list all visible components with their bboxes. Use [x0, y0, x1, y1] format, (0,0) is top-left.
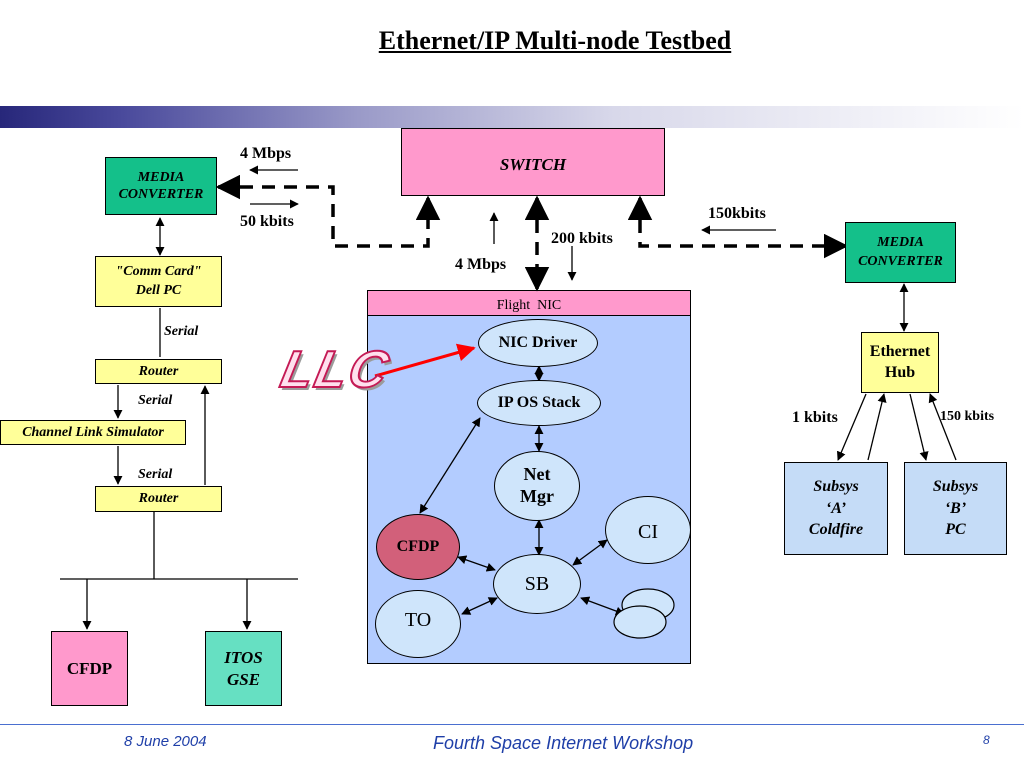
channel-link-label: Channel Link Simulator: [22, 424, 164, 440]
itos-gse-label: ITOS GSE: [224, 648, 263, 689]
comm-card-dell-pc: "Comm Card" Dell PC: [95, 256, 222, 307]
label-150kbits: 150kbits: [708, 205, 766, 222]
link-hub-subsysA-1: [837, 393, 867, 461]
footer-date: 8 June 2004: [124, 733, 207, 750]
dashed-link-left: [215, 174, 441, 248]
switch-label: SWITCH: [499, 155, 567, 174]
subsys-b-label: Subsys ‘B’ PC: [932, 478, 979, 539]
llc-wordart: LLC: [275, 340, 396, 400]
media-converter-right-label: MEDIA CONVERTER: [858, 235, 943, 269]
ip-os-stack: IP OS Stack: [477, 380, 601, 426]
router-bottom-label: Router: [138, 491, 179, 506]
router-top: Router: [95, 359, 222, 384]
itos-gse: ITOS GSE: [205, 631, 282, 706]
net-mgr: Net Mgr: [494, 451, 580, 521]
link-sb-app: [580, 596, 625, 616]
footer-rule: [0, 724, 1024, 725]
serial-label-2: Serial: [138, 393, 173, 408]
ethernet-hub: Ethernet Hub: [861, 332, 939, 393]
subsys-b: Subsys ‘B’ PC: [904, 462, 1007, 555]
link-hub-subsysB-1: [909, 393, 929, 461]
cfdp-ground-label: CFDP: [66, 658, 113, 678]
sb-node-label: SB: [524, 572, 550, 595]
footer-page-number: 8: [983, 733, 990, 747]
link-cfdp-sb: [457, 555, 496, 572]
title-gradient-bar: [0, 106, 1024, 128]
nic-driver-label: NIC Driver: [498, 334, 578, 351]
serial-label-1: Serial: [164, 324, 199, 339]
sb-node: SB: [493, 554, 581, 614]
subsys-a: Subsys ‘A’ Coldfire: [784, 462, 888, 555]
comm-card-label: "Comm Card" Dell PC: [115, 264, 202, 298]
media-converter-right: MEDIA CONVERTER: [845, 222, 956, 283]
cfdp-node: CFDP: [376, 514, 460, 580]
ip-os-stack-label: IP OS Stack: [497, 394, 581, 411]
app-ellipse-front: [613, 605, 667, 639]
flight-nic-label: Flight NIC: [496, 298, 562, 313]
net-mgr-label: Net Mgr: [520, 464, 554, 506]
link-hub-subsysB-2: [928, 393, 957, 461]
ci-node: CI: [605, 496, 691, 564]
subsys-a-label: Subsys ‘A’ Coldfire: [808, 478, 864, 539]
label-150kbits-small: 150 kbits: [940, 409, 995, 424]
cfdp-node-label: CFDP: [396, 538, 440, 555]
label-50kbits: 50 kbits: [240, 213, 294, 230]
to-node-label: TO: [404, 609, 432, 631]
router-bottom: Router: [95, 486, 222, 512]
slide-title: Ethernet/IP Multi-node Testbed: [378, 26, 732, 55]
footer-workshop: Fourth Space Internet Workshop: [433, 733, 694, 753]
cfdp-ground: CFDP: [51, 631, 128, 706]
ethernet-hub-label: Ethernet Hub: [869, 342, 931, 381]
serial-label-3: Serial: [138, 467, 173, 482]
llc-pointer-arrow: [374, 343, 476, 378]
link-to-sb: [461, 597, 498, 615]
dashed-link-right: [627, 195, 849, 259]
link-ipstack-cfdp: [419, 417, 481, 514]
flight-nic-header: Flight NIC: [367, 290, 691, 316]
ci-node-label: CI: [638, 521, 658, 543]
switch: SWITCH: [401, 128, 665, 196]
router-top-label: Router: [138, 363, 179, 379]
link-hub-subsysA-2: [867, 393, 887, 461]
link-ci-sb: [572, 539, 608, 566]
channel-link-simulator: Channel Link Simulator: [0, 420, 186, 445]
nic-driver: NIC Driver: [478, 319, 598, 367]
label-1kbits: 1 kbits: [792, 409, 838, 426]
media-converter-left: MEDIA CONVERTER: [105, 157, 217, 215]
label-4mbps-left: 4 Mbps: [240, 145, 292, 162]
label-200kbits: 200 kbits: [551, 230, 613, 247]
media-converter-left-label: MEDIA CONVERTER: [118, 169, 204, 203]
to-node: TO: [375, 590, 461, 658]
label-4mbps-center: 4 Mbps: [455, 256, 507, 273]
